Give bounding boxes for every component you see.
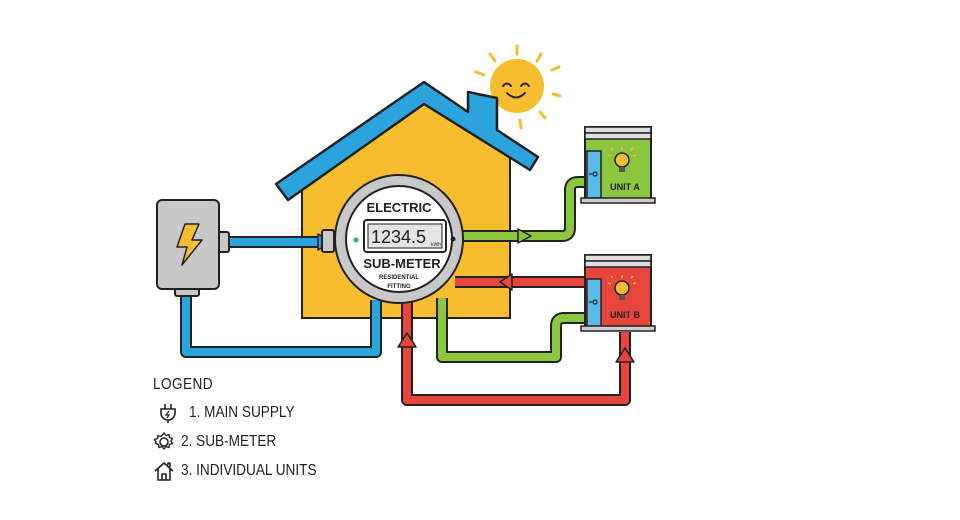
legend-label: 2. SUB-METER <box>181 432 277 450</box>
gear-icon <box>153 431 174 450</box>
lightbulb-icon <box>607 147 637 172</box>
arrow-up-icon <box>397 332 417 348</box>
sub-meter: ELECTRIC 1234.5 kWh SUB-METER RESIDENTIA… <box>321 174 464 304</box>
meter-title: ELECTRIC <box>367 200 433 215</box>
door-icon <box>586 150 602 199</box>
pipes <box>180 176 635 406</box>
unit-b-label: UNIT B <box>610 310 640 320</box>
arrow-right-icon <box>517 228 532 244</box>
legend-label: 3. INDIVIDUAL UNITS <box>181 461 317 479</box>
legend-item-sub-meter: 2. SUB-METER <box>153 427 340 456</box>
status-led <box>353 237 359 243</box>
house-icon <box>154 461 174 481</box>
meter-unit: kWh <box>431 242 441 248</box>
sun-icon <box>474 44 562 130</box>
meter-caption-1: RESIDENTIAL <box>379 275 419 281</box>
unit-a: UNIT A <box>580 126 656 204</box>
plug-icon <box>160 403 176 423</box>
door-icon <box>586 278 602 328</box>
arrow-up-icon <box>615 347 635 363</box>
lightbulb-icon <box>607 275 637 300</box>
unit-b: UNIT B <box>580 254 656 332</box>
unit-a-label: UNIT A <box>610 182 640 192</box>
legend-item-main-supply: 1. MAIN SUPPLY <box>153 398 340 427</box>
legend-title: LOGEND <box>153 376 213 393</box>
meter-caption-2: FITTING <box>387 284 411 290</box>
legend-item-individual-units: 3. INDIVIDUAL UNITS <box>153 456 340 485</box>
arrow-left-icon <box>499 273 513 291</box>
main-supply-box <box>156 199 230 297</box>
meter-subtitle: SUB-METER <box>363 256 441 271</box>
legend-label: 1. MAIN SUPPLY <box>189 403 295 421</box>
legend: LOGEND 1. MAIN SUPPLY 2. SUB-METER 3. IN… <box>153 376 340 485</box>
meter-reading: 1234.5 <box>371 227 426 247</box>
lightning-icon <box>176 223 203 266</box>
